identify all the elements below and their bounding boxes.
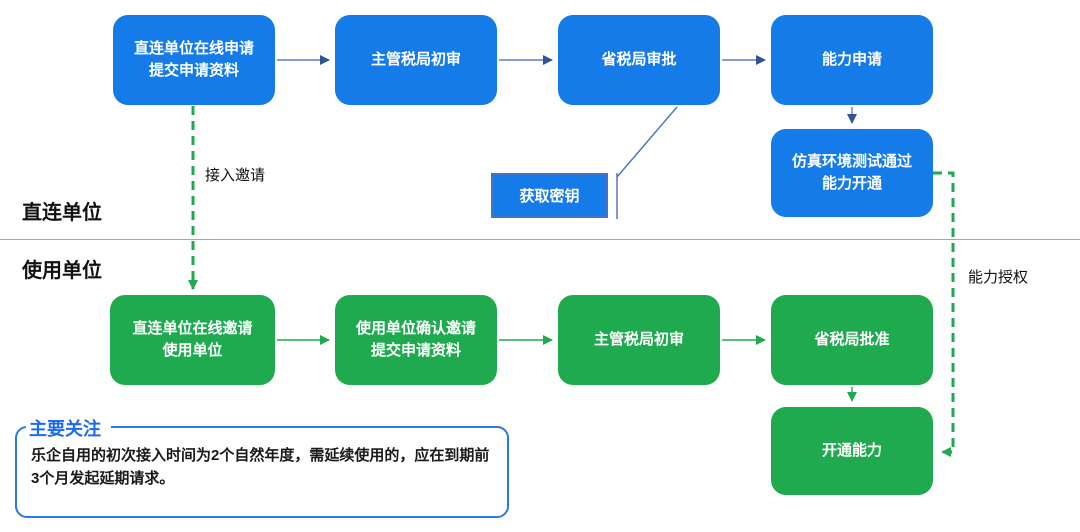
step-using-unit-confirm-invite: 使用单位确认邀请 提交申请资料: [335, 295, 497, 385]
callout-get-secret-key: 获取密钥: [491, 173, 608, 218]
note-body: 乐企自用的初次接入时间为2个自然年度，需延续使用的，应在到期前3个月发起延期请求…: [31, 447, 490, 488]
step-simulation-test-pass: 仿真环境测试通过 能力开通: [771, 129, 933, 217]
step-provincial-tax-approve-green: 省税局批准: [771, 295, 933, 385]
lane-label-direct-unit: 直连单位: [22, 202, 102, 224]
lane-divider: [0, 239, 1080, 240]
step-direct-unit-online-apply: 直连单位在线申请 提交申请资料: [113, 15, 275, 105]
step-direct-unit-online-invite: 直连单位在线邀请 使用单位: [110, 295, 275, 385]
callout-diagonal-line: [616, 106, 678, 178]
step-provincial-tax-approval: 省税局审批: [558, 15, 720, 105]
lane-label-using-unit: 使用单位: [22, 260, 102, 282]
key-attention-note: 主要关注 乐企自用的初次接入时间为2个自然年度，需延续使用的，应在到期前3个月发…: [15, 415, 509, 518]
note-title: 主要关注: [26, 415, 111, 441]
step-ability-apply: 能力申请: [771, 15, 933, 105]
edge-label-ability-authorize: 能力授权: [968, 269, 1029, 286]
step-tax-bureau-initial-review-green: 主管税局初审: [558, 295, 720, 385]
dashed-arrow-authorize: [933, 171, 955, 457]
step-tax-bureau-initial-review: 主管税局初审: [335, 15, 497, 105]
step-open-ability: 开通能力: [771, 407, 933, 495]
edge-label-access-invite: 接入邀请: [205, 167, 266, 184]
